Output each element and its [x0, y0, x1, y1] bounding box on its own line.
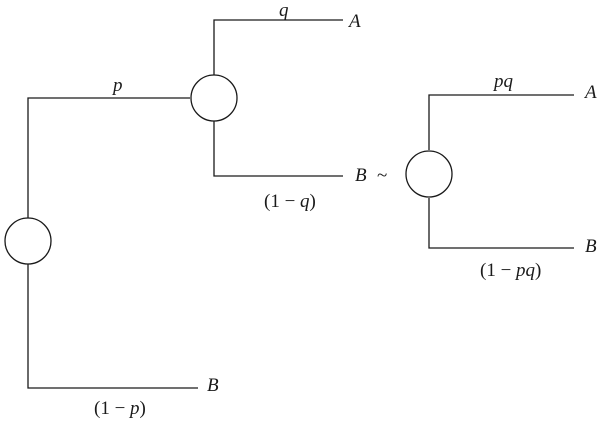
outcome-b-bottom: B	[207, 375, 219, 396]
branch-pq-line	[428, 94, 574, 150]
label-1-minus-q: (1 − q)	[264, 191, 316, 212]
label-1-minus-p: (1 − p)	[94, 398, 146, 419]
root-chance-node	[4, 217, 52, 265]
branch-p-line	[27, 97, 190, 219]
inner-chance-node	[190, 74, 238, 122]
outcome-a-top: A	[347, 11, 361, 32]
outcome-b-mid: B	[355, 165, 367, 186]
equivalent-chance-node	[405, 150, 453, 198]
branch-1-minus-pq-line	[428, 198, 574, 249]
compound-lottery: p q A B ~ (1 − q) B (1 − p)	[4, 0, 387, 419]
label-1-minus-pq: (1 − pq)	[480, 260, 541, 281]
branch-1-minus-q-line	[213, 120, 343, 177]
outcome-a-right: A	[583, 82, 597, 103]
label-p: p	[111, 75, 123, 96]
branch-q-line	[213, 19, 343, 76]
simple-lottery: pq A B (1 − pq)	[405, 71, 597, 281]
outcome-b-right: B	[585, 236, 597, 257]
equivalence-symbol: ~	[377, 165, 387, 186]
label-q: q	[279, 0, 289, 21]
branch-1-minus-p-line	[27, 263, 198, 389]
label-pq: pq	[492, 71, 514, 92]
